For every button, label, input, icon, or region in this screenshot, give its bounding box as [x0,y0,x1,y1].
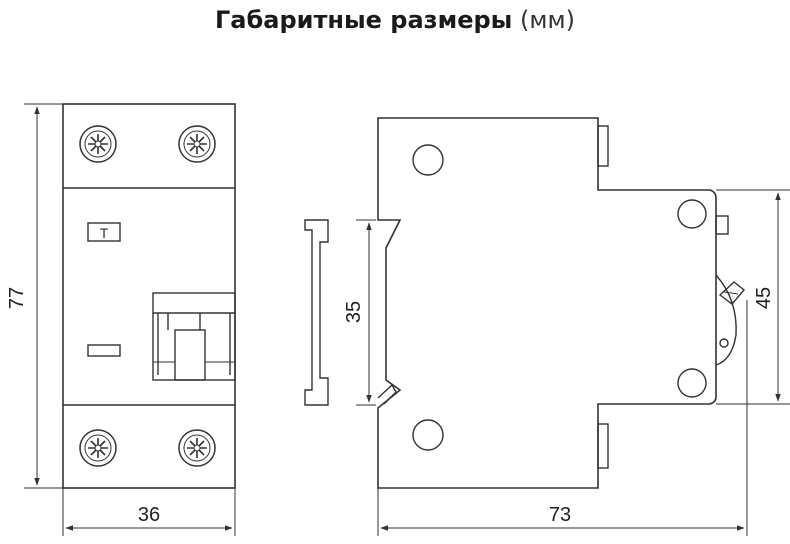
rail-clip [377,383,397,405]
dim-width-label: 36 [138,504,160,526]
din-rail [304,219,329,406]
rivet-hole [412,419,444,451]
side-body [377,117,717,489]
dim-depth-label: 73 [549,504,571,526]
toggle-lever [152,292,236,381]
dim-rail-label: 35 [343,301,365,323]
front-body [62,103,236,489]
title-main: Габаритные размеры [215,6,513,34]
rivet-hole [677,199,707,229]
indicator-window [87,344,121,357]
screw-icon [79,125,117,163]
front-view: T [62,103,236,489]
test-button-label: T [100,225,109,241]
side-bump-bottom [597,423,609,469]
dim-height-label: 77 [6,287,28,309]
dimension-height: 77 [6,103,63,489]
side-bump-top [597,125,609,167]
title-unit: (мм) [520,6,575,34]
screw-icon [178,429,216,467]
dimension-width: 36 [62,488,236,536]
side-test-button [715,215,729,235]
test-button [87,222,121,242]
rivet-hole [412,144,444,176]
screw-icon [178,125,216,163]
dimension-rail: 35 [343,219,376,406]
diagram-title: Габаритные размеры (мм) [0,6,790,34]
dim-face-label: 45 [753,287,775,309]
dimension-face: 45 [716,189,790,405]
dimension-depth: 73 [377,300,748,536]
side-lever [715,274,746,366]
screw-icon [79,429,117,467]
rivet-hole [677,368,707,398]
side-view [377,117,746,489]
